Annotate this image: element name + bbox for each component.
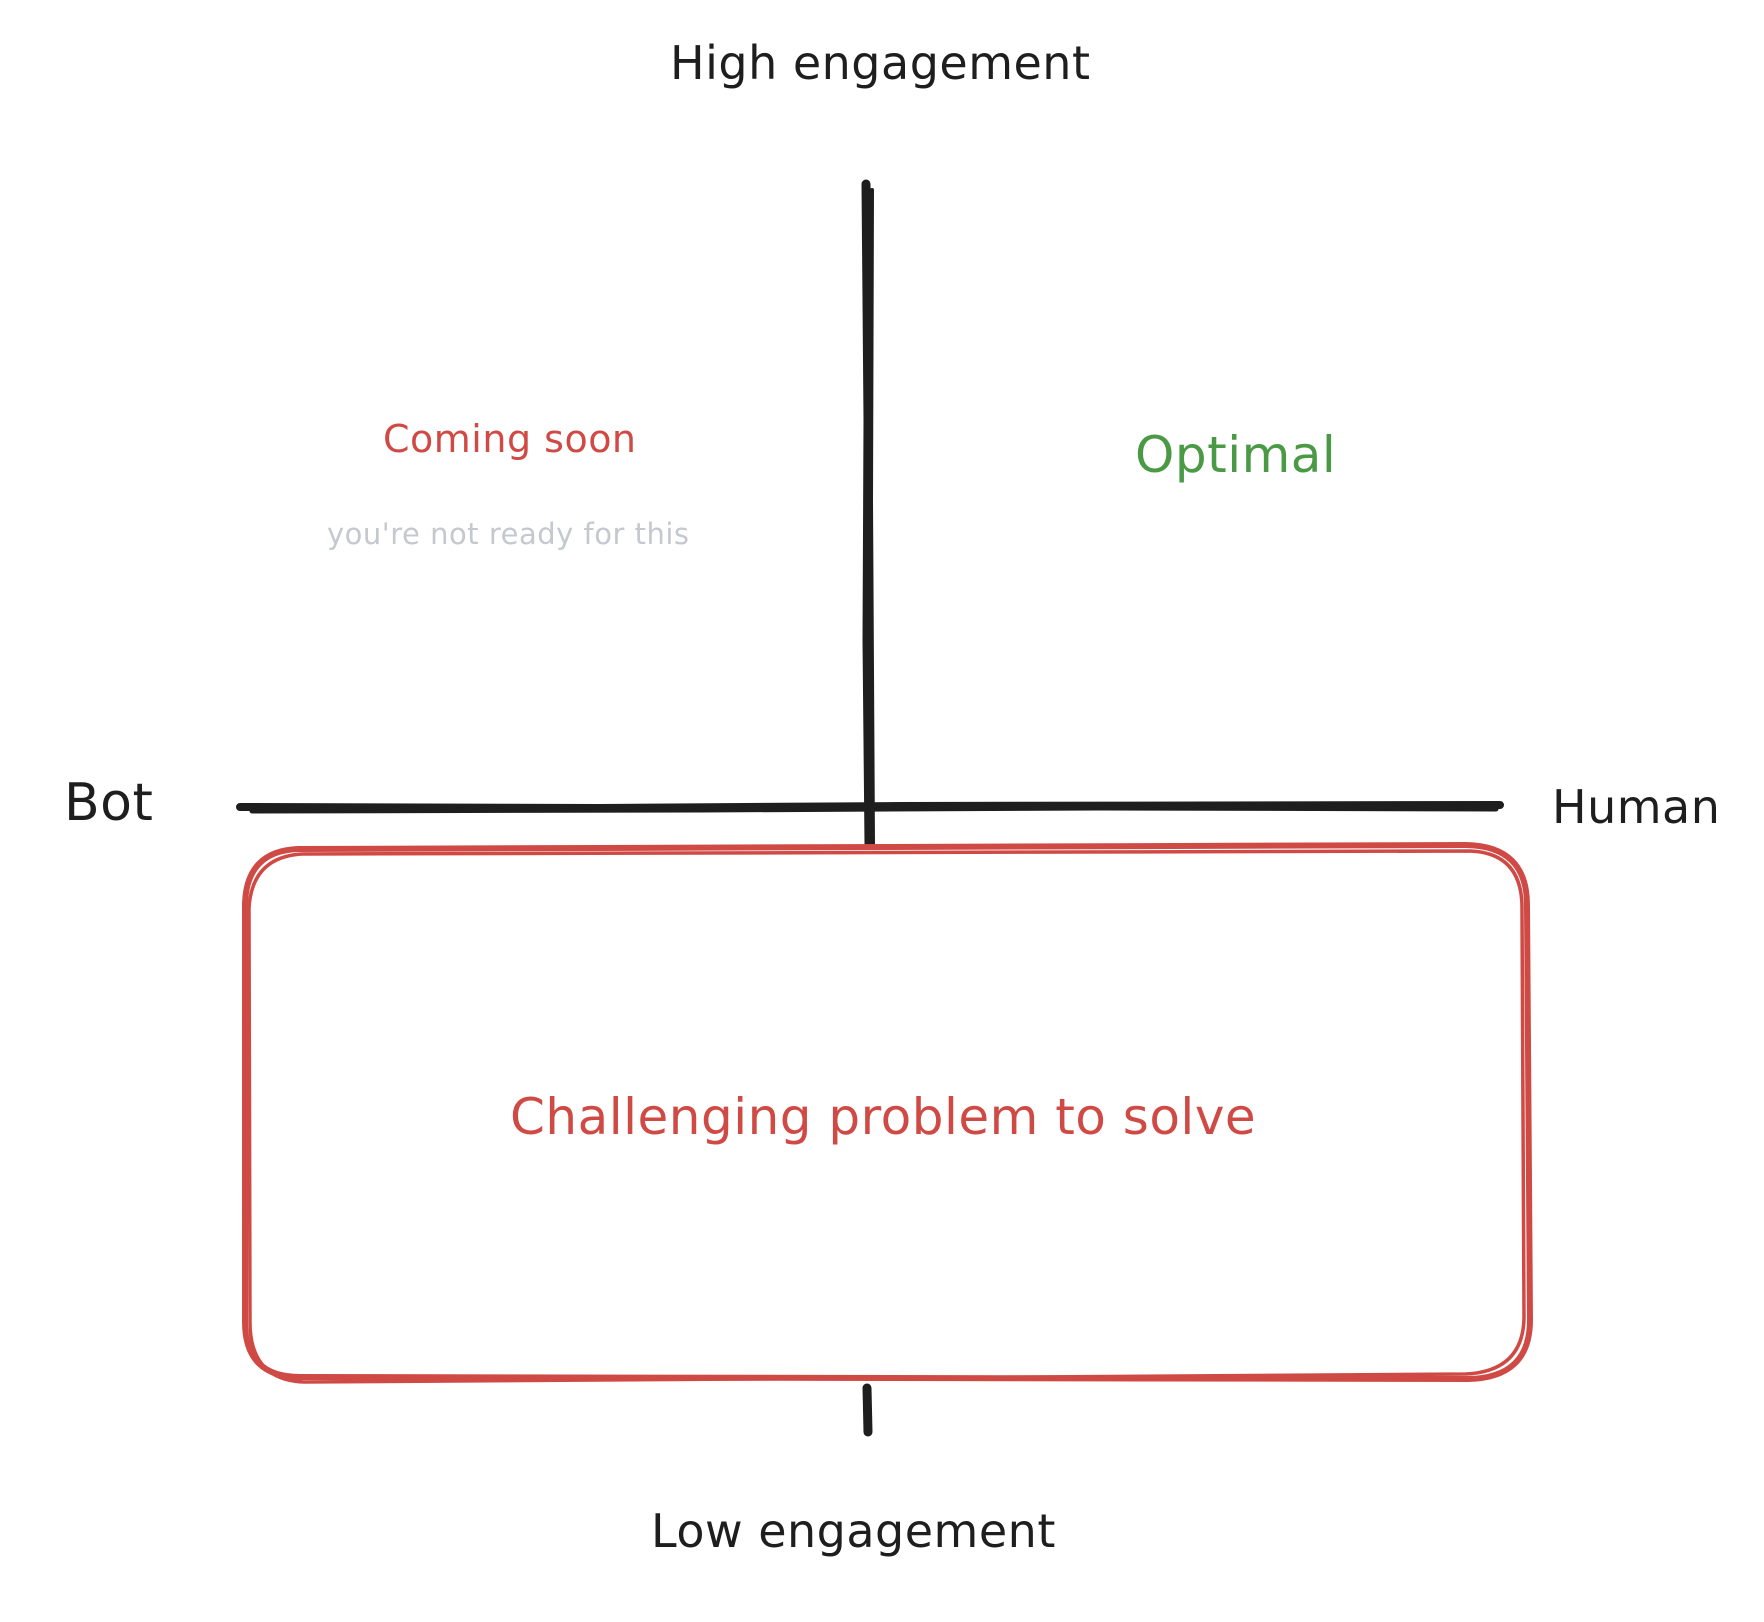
vertical-axis (861, 179, 875, 1437)
quadrant-bottom-title: Challenging problem to solve (510, 1088, 1257, 1146)
quadrant-top-left-note: you're not ready for this (327, 517, 690, 551)
quadrant-top-right-title: Optimal (1135, 426, 1337, 484)
quadrant-top-left-title: Coming soon (383, 417, 637, 461)
axis-label-top: High engagement (670, 36, 1091, 90)
horizontal-axis (236, 801, 1504, 814)
axis-label-right: Human (1552, 780, 1721, 834)
bottom-region-box (242, 842, 1533, 1384)
axis-label-left: Bot (64, 773, 154, 833)
axis-label-bottom: Low engagement (651, 1504, 1056, 1558)
